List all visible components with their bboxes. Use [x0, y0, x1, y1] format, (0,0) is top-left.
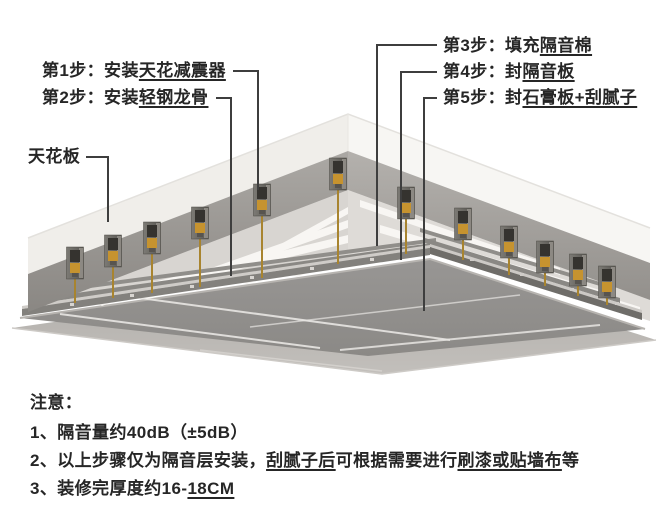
leader-ceiling — [86, 156, 109, 222]
leader-step2 — [216, 97, 232, 276]
note-item-3: 3、装修完厚度约16-18CM — [30, 479, 235, 498]
insulation-board-layer — [19, 257, 646, 356]
leader-lines — [86, 44, 437, 311]
ceiling-slab-label: 天花板 — [28, 147, 81, 166]
vibration-dampers — [66, 157, 616, 305]
notes-section: 注意： 1、隔音量约40dB（±5dB） 2、以上步骤仅为隔音层安装，刮腻子后可… — [30, 388, 579, 505]
leader-step3 — [376, 44, 437, 246]
step3-label: 第3步：填充隔音棉 — [443, 36, 593, 55]
notes-heading: 注意： — [30, 393, 83, 412]
step1-label: 第1步：安装天花减震器 — [42, 61, 226, 80]
leader-step5 — [423, 97, 437, 311]
note-item-1: 1、隔音量约40dB（±5dB） — [30, 423, 248, 442]
step4-label: 第4步：封隔音板 — [443, 62, 575, 81]
leader-step1 — [233, 70, 259, 190]
step5-label: 第5步：封石膏板+刮腻子 — [443, 88, 638, 107]
note-item-2: 2、以上步骤仅为隔音层安装，刮腻子后可根据需要进行刷漆或贴墙布等 — [30, 451, 580, 470]
step2-label: 第2步：安装轻钢龙骨 — [42, 88, 209, 107]
leader-step4 — [400, 71, 437, 260]
